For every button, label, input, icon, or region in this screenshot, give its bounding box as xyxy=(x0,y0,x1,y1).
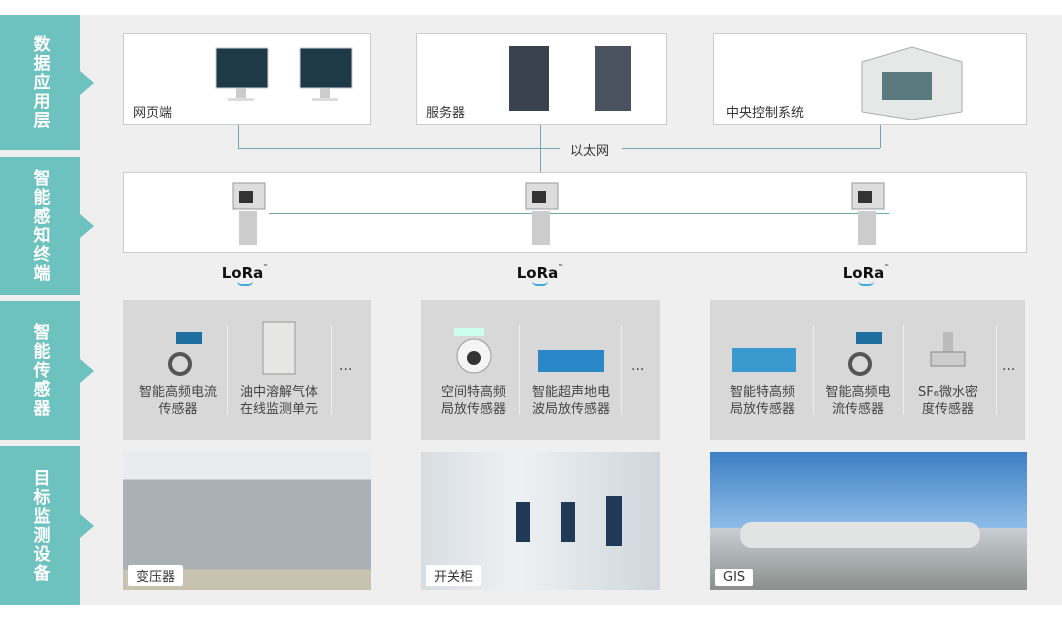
sensor-label: 智能特高频 局放传感器 xyxy=(729,385,795,417)
tev-sensor-icon xyxy=(538,350,604,372)
web-client-label: 网页端 xyxy=(133,106,173,121)
gis-photo: GIS xyxy=(710,452,1027,590)
equipment-label: 开关柜 xyxy=(426,565,482,586)
equipment-label: GIS xyxy=(715,569,754,586)
camera-icon xyxy=(232,182,266,245)
server-label: 服务器 xyxy=(426,106,466,121)
server-box: 服务器 xyxy=(416,33,667,125)
dome-sensor-icon xyxy=(453,328,491,374)
sensor-label: 智能高频电流 传感器 xyxy=(138,385,217,417)
sensor-label: 空间特高频 局放传感器 xyxy=(440,385,506,417)
sensor-label: SF₆微水密 度传感器 xyxy=(918,385,978,417)
gas-monitor-icon xyxy=(262,321,296,375)
sf6-sensor-icon xyxy=(930,332,966,367)
camera-icon xyxy=(851,182,885,245)
sensor-group-transformer: 智能高频电流 传感器 油中溶解气体 在线监测单元 ... xyxy=(123,300,371,440)
terminal-box xyxy=(123,172,1027,253)
layer-label-sensor: 智能传感器 xyxy=(0,301,94,440)
more-sensors: ... xyxy=(631,358,645,374)
switchgear-photo: 开关柜 xyxy=(421,452,660,590)
transformer-photo: 变压器 xyxy=(123,452,371,590)
equipment-label: 变压器 xyxy=(128,565,184,586)
uhf-sensor-icon xyxy=(731,348,796,372)
server-icon xyxy=(509,46,631,111)
lora-logo: LoRa™ xyxy=(215,264,275,286)
current-sensor-icon xyxy=(848,332,882,376)
lora-logo: LoRa™ xyxy=(836,264,896,286)
camera-icon xyxy=(525,182,559,245)
layer-label-equipment: 目标监测设备 xyxy=(0,446,94,605)
sensor-group-switchgear: 空间特高频 局放传感器 智能超声地电 波局放传感器 ... xyxy=(421,300,660,440)
current-sensor-icon xyxy=(168,332,202,376)
monitor-icon xyxy=(215,47,353,101)
central-control-box: 中央控制系统 xyxy=(713,33,1027,125)
sensor-label: 智能超声地电 波局放传感器 xyxy=(531,385,610,417)
ethernet-line xyxy=(238,148,560,149)
more-sensors: ... xyxy=(1002,358,1016,374)
sensor-label: 智能高频电 流传感器 xyxy=(825,385,891,417)
sensor-label: 油中溶解气体 在线监测单元 xyxy=(239,385,318,417)
layer-label-data-application: 数据应用层 xyxy=(0,15,94,150)
lora-logo: LoRa™ xyxy=(510,264,570,286)
layer-label-terminal: 智能感知终端 xyxy=(0,157,94,295)
web-client-box: 网页端 xyxy=(123,33,371,125)
ethernet-label: 以太网 xyxy=(566,140,614,159)
sensor-group-gis: 智能特高频 局放传感器 智能高频电 流传感器 SF₆微水密 度传感器 ... xyxy=(710,300,1025,440)
more-sensors: ... xyxy=(339,358,353,374)
central-control-label: 中央控制系统 xyxy=(726,106,805,121)
control-room-icon xyxy=(861,46,963,120)
